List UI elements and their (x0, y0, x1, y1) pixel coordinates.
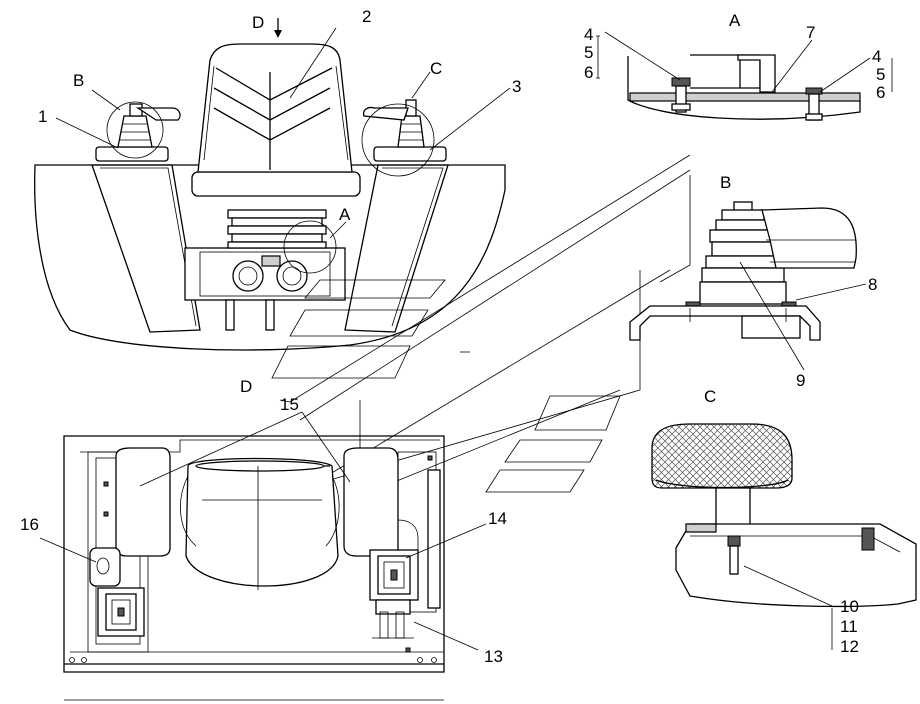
part-2: 2 (362, 7, 371, 26)
part-6-left: 6 (584, 63, 593, 82)
base-hole-left (232, 260, 264, 292)
left-armrest-pad (115, 447, 171, 557)
seat-backrest (197, 43, 353, 173)
left-console-panel (91, 164, 201, 333)
detail-circle-b (106, 101, 164, 159)
part-9: 9 (796, 371, 805, 390)
projection-lines (271, 154, 691, 497)
part-13: 13 (484, 647, 503, 666)
view-c-section (651, 423, 917, 650)
part-14: 14 (488, 509, 507, 528)
part-8: 8 (868, 275, 877, 294)
view-title-a: A (729, 11, 741, 30)
part-5-right: 5 (876, 65, 885, 84)
part-10: 10 (840, 597, 859, 616)
view-title-c: C (704, 387, 716, 406)
part-3: 3 (512, 77, 521, 96)
view-title-d: D (240, 377, 252, 396)
right-joystick (362, 99, 447, 162)
view-label-c: C (430, 59, 442, 78)
main-view (34, 18, 511, 351)
part-6-right: 6 (876, 83, 885, 102)
part-5-left: 5 (584, 43, 593, 62)
part-1: 1 (38, 107, 47, 126)
c-knob-cap (651, 423, 793, 489)
seat-cushion (191, 171, 361, 197)
labels: D B C A A B C D 1 2 3 4 5 6 7 4 5 6 8 9 … (20, 7, 885, 666)
part-4-right: 4 (872, 47, 881, 66)
seat-bellows (227, 209, 327, 249)
part-16: 16 (20, 515, 39, 534)
part-4-left: 4 (584, 25, 593, 44)
part-7: 7 (806, 23, 815, 42)
base-hole-right (276, 260, 308, 292)
view-b-section (629, 201, 867, 371)
right-console-panel (344, 164, 449, 333)
part-11: 11 (840, 617, 858, 636)
detail-circle-c (361, 103, 435, 177)
detail-circle-a (283, 220, 337, 274)
view-label-a: A (339, 205, 351, 224)
part-15: 15 (280, 395, 299, 414)
view-title-b: B (720, 173, 731, 192)
left-joystick (95, 103, 181, 162)
view-a-section (596, 31, 893, 121)
seat-top-view (185, 457, 339, 587)
part-12: 12 (840, 637, 859, 656)
right-armrest-pad (343, 447, 399, 557)
view-label-b: B (73, 71, 84, 90)
arrow-label-d: D (252, 13, 264, 32)
view-d-section (39, 411, 487, 701)
